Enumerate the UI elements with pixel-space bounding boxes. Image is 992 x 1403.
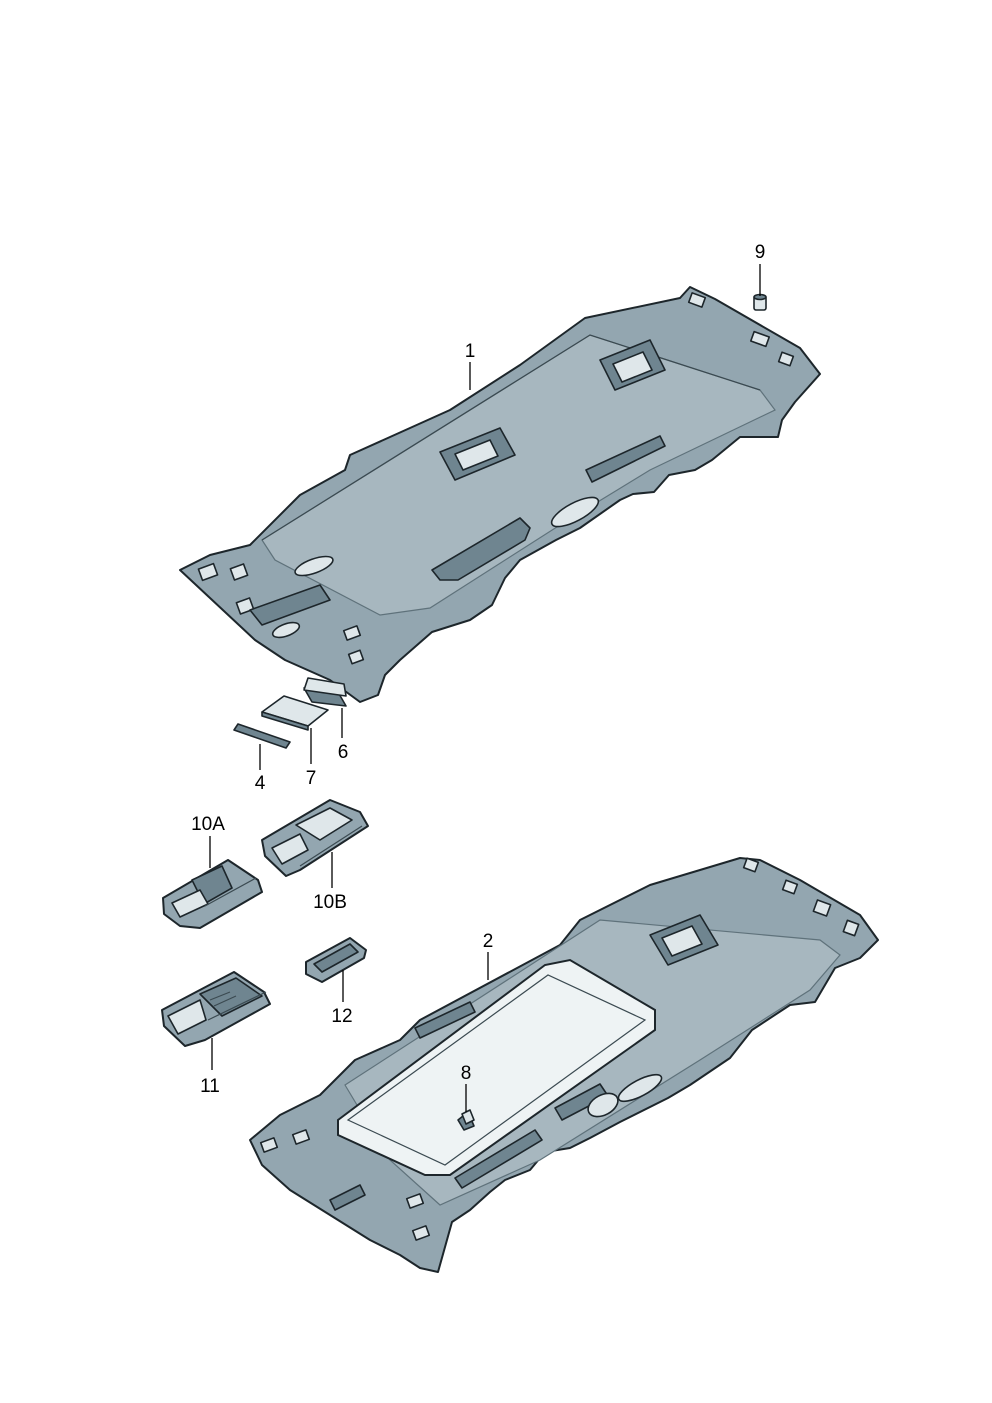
- leader-lines: [209, 264, 761, 1112]
- callout-10b: 10B: [313, 892, 347, 913]
- callout-6: 6: [338, 742, 349, 763]
- part-12-light[interactable]: [305, 937, 367, 983]
- callout-1: 1: [465, 341, 476, 362]
- callout-4: 4: [255, 773, 266, 794]
- headliner-lower[interactable]: [249, 857, 879, 1273]
- headliner-upper[interactable]: [179, 286, 821, 703]
- part-10b-console[interactable]: [261, 799, 369, 877]
- callout-11: 11: [200, 1076, 220, 1097]
- part-6-pad[interactable]: [303, 677, 347, 707]
- part-7-pad[interactable]: [261, 695, 329, 731]
- part-11-console[interactable]: [161, 971, 271, 1047]
- callout-8: 8: [461, 1063, 472, 1084]
- part-8-clip[interactable]: [457, 1109, 475, 1131]
- callout-7: 7: [306, 768, 317, 789]
- callout-2: 2: [483, 931, 494, 952]
- callout-10a: 10A: [191, 814, 225, 835]
- part-9-plug[interactable]: [753, 293, 767, 311]
- part-4-strip[interactable]: [233, 723, 291, 749]
- callout-12: 12: [331, 1006, 352, 1027]
- callout-9: 9: [755, 242, 766, 263]
- part-10a-console[interactable]: [162, 859, 263, 929]
